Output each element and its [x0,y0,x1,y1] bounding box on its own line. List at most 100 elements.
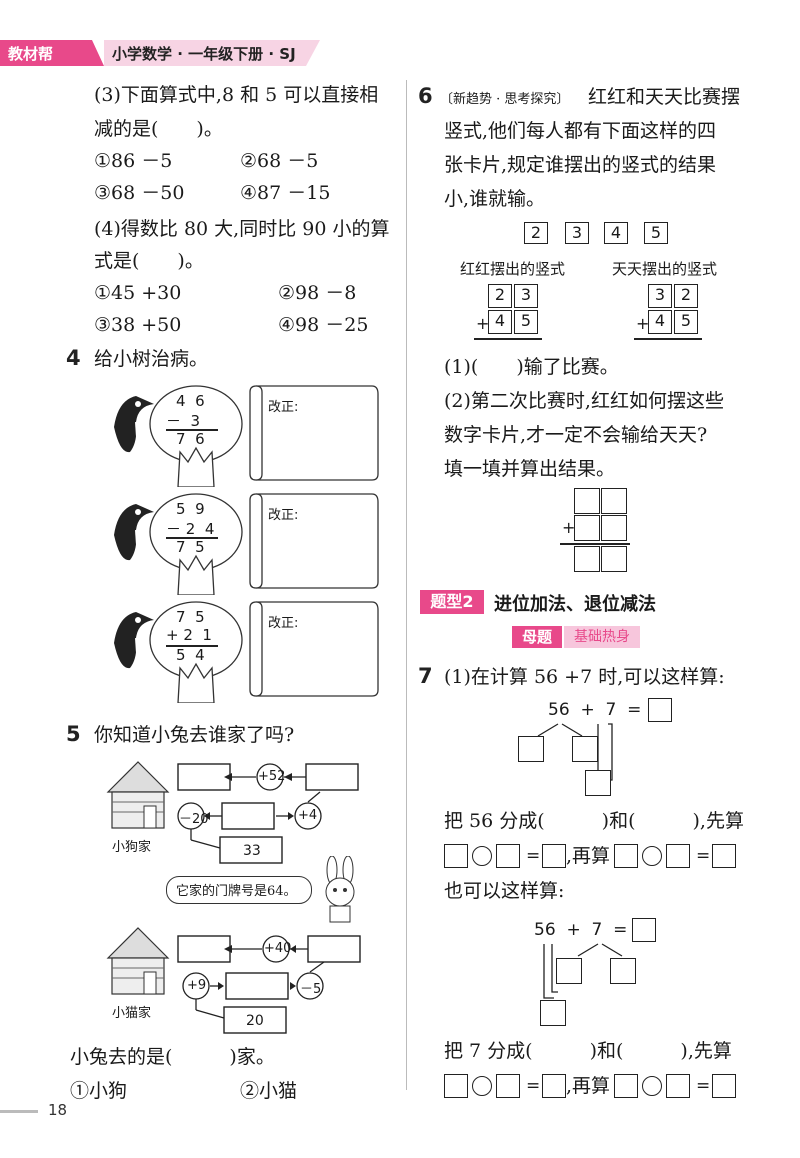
mother-badge: 母题 [512,626,562,648]
problem-1-mid: － 3 [166,412,201,430]
problem-3-mid: + 2 1 [166,626,212,644]
eq2-f[interactable] [712,1074,736,1098]
eq1-op2-circle [642,846,662,866]
page-number: 18 [48,1101,68,1119]
problem-2-line [166,537,218,539]
problem-1-result: 7 6 [176,430,205,448]
q6-stem-1: 红红和天天比赛摆 [588,86,741,108]
blank-top-tens[interactable] [574,488,600,514]
cat-house-icon [106,927,170,995]
hong-top-ones: 3 [514,284,538,308]
chain2-op-c: －5 [300,982,322,997]
tree-woodpecker-illustration-1 [114,385,243,487]
q7-stem: (1)在计算 56 +7 时,可以这样算: [444,666,725,688]
expr-1-answer-box[interactable] [648,698,672,722]
q5-answer-stem: 小兔去的是( )家。 [70,1046,275,1068]
eq2-d[interactable] [614,1074,638,1098]
footer-rule [0,1110,38,1113]
blank-line [560,543,630,545]
hong-bottom-ones: 5 [514,310,538,334]
tian-bottom-ones: 5 [674,310,698,334]
q7-split1-text: 把 56 分成( )和( ),先算 [444,810,744,832]
tree-woodpecker-illustration-3 [114,601,243,703]
eq2-e[interactable] [666,1074,690,1098]
eq1-f[interactable] [712,844,736,868]
eq1-op-circle [472,846,492,866]
q6-part2-2: 数字卡片,才一定不会输给天天? [444,424,708,446]
hong-line [474,338,542,340]
hong-label: 红红摆出的竖式 [460,260,566,278]
header-brand: 教材帮 [8,45,54,63]
card-5: 5 [644,222,668,244]
eq1-e[interactable] [666,844,690,868]
eq1-a[interactable] [444,844,468,868]
q3-part3-option-2: ②68 －5 [240,150,319,172]
warm-up-badge: 基础热身 [564,626,640,648]
tree-problem-1: 4 6 － 3 7 6 [108,382,243,487]
header-title: 小学数学 · 一年级下册 · SJ [112,45,296,63]
eq1-b[interactable] [496,844,520,868]
column-divider [406,80,407,1090]
header-bar: 教材帮 小学数学 · 一年级下册 · SJ [0,40,330,66]
problem-3-top: 7 5 [176,608,205,626]
hong-plus: + [476,314,490,333]
chain1-op-c: +4 [298,808,318,823]
bunny-icon [325,856,355,923]
eq2-b[interactable] [496,1074,520,1098]
card-2: 2 [524,222,548,244]
q6-part2-3: 填一填并算出结果。 [444,458,616,480]
q3-part3-option-4: ④87 －15 [240,182,331,204]
q5-number: 5 [66,722,81,746]
blank-bottom-ones[interactable] [601,515,627,541]
expr-2: 56 + 7 = [534,920,628,940]
eq1-equals-2: = [696,846,711,866]
q7-number: 7 [418,664,433,688]
dog-house-chain [106,761,359,864]
blank-bottom-tens[interactable] [574,515,600,541]
blank-result-tens[interactable] [574,546,600,572]
eq1-equals: = [526,846,541,866]
q6-stem-4: 小,谁就输。 [444,188,546,210]
blank-top-ones[interactable] [601,488,627,514]
problem-3-line [166,645,218,647]
scroll-outline-2 [249,493,379,589]
header-bg [0,40,320,66]
tian-label: 天天摆出的竖式 [612,260,718,278]
q6-stem-2: 竖式,他们每人都有下面这样的四 [444,120,717,142]
split2-left-box[interactable] [556,958,582,984]
section-title: 进位加法、退位减法 [494,594,656,615]
correction-label-1: 改正: [268,400,299,415]
expr-2-answer-box[interactable] [632,918,656,942]
tian-top-tens: 3 [648,284,672,308]
tian-top-ones: 2 [674,284,698,308]
card-3: 3 [565,222,589,244]
q6-number: 6 [418,84,433,108]
eq2-c[interactable] [542,1074,566,1098]
hong-top-tens: 2 [488,284,512,308]
split1-sum-box[interactable] [585,770,611,796]
eq1-d[interactable] [614,844,638,868]
q7-alt: 也可以这样算: [444,880,565,902]
split1-left-box[interactable] [518,736,544,762]
tree-problem-2: 5 9 － 2 4 7 5 [108,490,243,595]
correction-label-3: 改正: [268,616,299,631]
split1-right-box[interactable] [572,736,598,762]
chain2-op-b: +9 [187,978,207,993]
eq2-a[interactable] [444,1074,468,1098]
eq2-equals-2: = [696,1076,711,1096]
q6-tag: 〔新趋势 · 思考探究〕 [440,92,570,107]
cat-house-label: 小猫家 [112,1006,152,1021]
correction-scroll-2: 改正: [248,490,380,590]
eq1-c[interactable] [542,844,566,868]
split2-sum-box[interactable] [540,1000,566,1026]
q3-part3-stem-2: 减的是( )。 [94,118,223,140]
q3-part4-stem-2: 式是( )。 [94,250,204,272]
expr-1: 56 + 7 = [548,700,642,720]
split2-right-box[interactable] [610,958,636,984]
q5-option-1: ①小狗 [70,1080,128,1102]
q6-part1: (1)( )输了比赛。 [444,356,619,378]
blank-result-ones[interactable] [601,546,627,572]
tree-problem-3: 7 5 + 2 1 5 4 [108,598,243,703]
q3-part4-stem-1: (4)得数比 80 大,同时比 90 小的算 [94,218,390,240]
correction-label-2: 改正: [268,508,299,523]
